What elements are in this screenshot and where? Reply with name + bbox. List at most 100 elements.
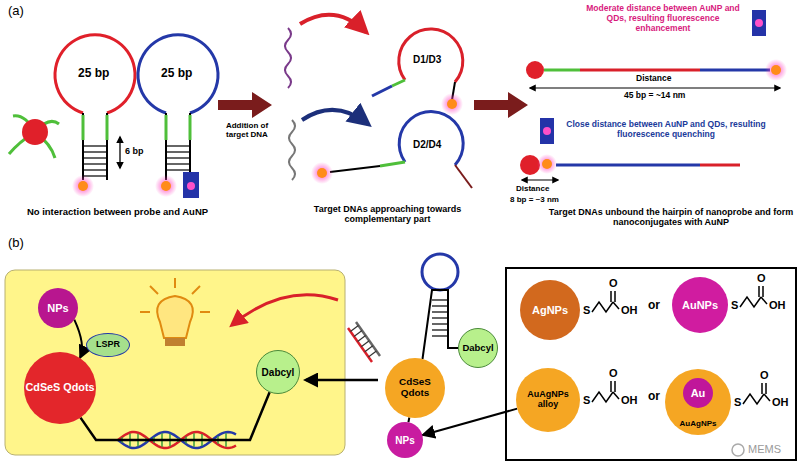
figure-label: Distance — [516, 184, 549, 193]
drawing-rect — [752, 10, 766, 36]
particle-circle: CdSeS Qdots — [24, 352, 96, 424]
drawing-polyline — [592, 392, 613, 402]
particle-circle: AuAgNPsAu — [665, 369, 731, 435]
figure-label: or — [648, 299, 660, 313]
figure-label: Addition of target DNA — [216, 121, 278, 139]
drawing-rect — [540, 118, 554, 144]
drawing-line — [166, 157, 190, 158]
figure-label: 8 bp = ~3 nm — [510, 195, 559, 204]
node-text: CdSeS Qdots — [26, 382, 95, 394]
drawing-path — [55, 35, 135, 113]
drawing-line — [174, 278, 176, 288]
figure-label: 45 bp = ~14 nm — [624, 91, 685, 101]
particle-circle: AuAgNPs alloy — [516, 368, 580, 432]
drawing-line — [432, 299, 448, 300]
drawing-circle — [441, 93, 463, 115]
drawing-line — [82, 115, 85, 140]
particle-circle: NPs — [38, 288, 78, 328]
blue-hairpin — [138, 35, 218, 180]
drawing-line — [614, 291, 616, 302]
quantum-dots — [72, 172, 199, 198]
drawing-line — [392, 80, 405, 86]
drawing-g — [432, 300, 448, 336]
particle-box — [506, 268, 796, 460]
drawing-line — [432, 323, 448, 324]
drawing-path — [157, 296, 193, 338]
node-text: AuNPs — [682, 299, 718, 311]
drawing-line — [106, 115, 109, 140]
drawing-circle — [78, 181, 88, 191]
drawing-path — [399, 112, 463, 165]
drawing-line — [372, 86, 392, 96]
target-strand — [348, 322, 380, 362]
drawing-circle — [161, 181, 171, 191]
result-panel — [5, 270, 345, 455]
figure-label: Target DNAs unbound the hairpin of nanop… — [545, 207, 797, 228]
drawing-line — [192, 286, 200, 294]
particle-circle: Dabcyl — [256, 350, 300, 394]
particle-circle: Au — [683, 378, 713, 408]
node-text: Au — [691, 387, 706, 399]
node-text: AgNPs — [532, 304, 568, 316]
drawing-line — [580, 69, 700, 72]
drawing-line — [83, 157, 107, 158]
drawing-line — [614, 381, 616, 392]
figure-label: S — [734, 396, 741, 409]
figure-label: OH — [772, 396, 789, 409]
drawing-circle — [526, 61, 544, 79]
figure-label: O — [609, 367, 618, 380]
drawing-circle — [187, 182, 195, 190]
particle-circle: NPs — [387, 422, 423, 458]
drawing-line — [368, 351, 376, 357]
drawing-g — [140, 278, 210, 312]
drawing-line — [432, 329, 448, 330]
figure-label: O — [757, 272, 766, 285]
drawing-circle — [520, 155, 540, 175]
particle-circle: AgNPs — [520, 280, 580, 340]
drawing-line — [150, 286, 158, 294]
drawing-line — [544, 69, 580, 72]
drawing-circle — [317, 168, 327, 178]
connector — [423, 290, 459, 359]
drawing-line — [358, 336, 366, 342]
figure-label: (b) — [8, 236, 24, 251]
drawing-line — [350, 325, 358, 331]
node-text: NPs — [395, 435, 414, 446]
drawing-line — [119, 137, 120, 168]
node-text: CdSeS Qdots — [385, 377, 445, 399]
figure-label: Distance — [636, 74, 671, 84]
drawing-line — [432, 335, 448, 336]
figure-label: 25 bp — [78, 67, 109, 81]
drawing-line — [83, 163, 107, 164]
drawing-line — [556, 164, 700, 167]
drawing-circle — [755, 19, 763, 27]
figure-label: O — [760, 369, 769, 382]
drawing-circle — [447, 99, 457, 109]
drawing-line — [610, 291, 612, 302]
figure-label: Moderate distance between AuNP and QDs, … — [583, 4, 743, 33]
connector — [74, 320, 82, 358]
particle-circle: LSPR — [86, 333, 130, 357]
node-text: NPs — [47, 302, 68, 314]
figure-label: No interaction between probe and AuNP — [10, 207, 225, 218]
drawing-line — [522, 179, 558, 180]
particle-circle: CdSeS Qdots — [385, 358, 445, 418]
node-text: Dabcyl — [462, 343, 493, 353]
node-text: LSPR — [96, 340, 120, 350]
drawing-line — [166, 145, 190, 146]
node-text: AuAgNPs alloy — [516, 390, 580, 410]
drawing-line — [530, 87, 780, 88]
drawing-line — [361, 341, 369, 347]
figure-label: OH — [621, 394, 638, 407]
drawing-rect — [165, 338, 185, 346]
red-arrow — [232, 295, 338, 325]
figure-label: MEMS — [748, 443, 781, 456]
particle-circle: AuNPs — [672, 277, 728, 333]
drawing-circle — [537, 154, 557, 174]
figure-label: or — [648, 390, 660, 404]
drawing-polyline — [743, 394, 764, 404]
black-arrow — [306, 379, 378, 382]
drawing-line — [380, 162, 405, 166]
gold-nanoparticle — [9, 116, 59, 158]
